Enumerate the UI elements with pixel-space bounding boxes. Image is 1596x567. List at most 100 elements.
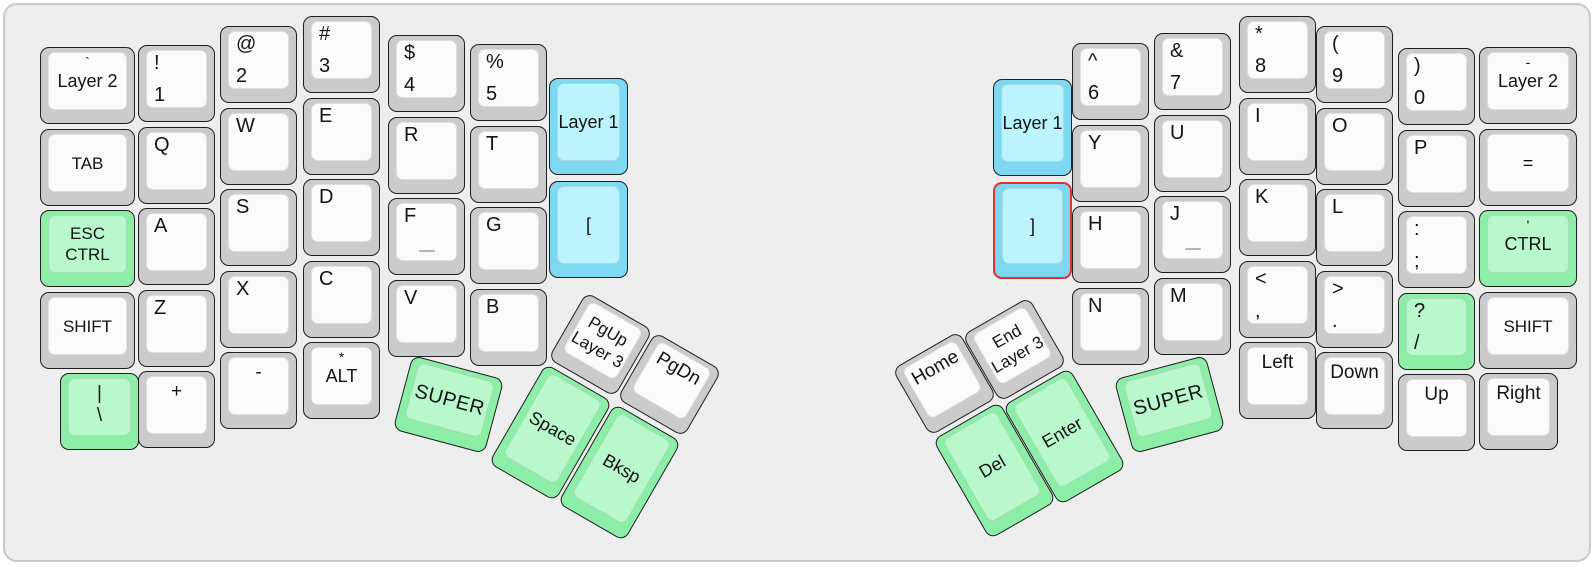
key-k[interactable]: K bbox=[1239, 179, 1316, 256]
keycap-top: N bbox=[1080, 293, 1141, 351]
key-super-right[interactable]: SUPER bbox=[1113, 355, 1226, 454]
key-r[interactable]: R bbox=[388, 117, 465, 194]
keycap-top: E bbox=[311, 103, 372, 161]
key-grave-layer2[interactable]: `Layer 2 bbox=[40, 47, 135, 124]
key-arrow-down[interactable]: Down bbox=[1316, 352, 1393, 429]
key-label: C bbox=[319, 268, 334, 290]
key-arrow-right[interactable]: Right bbox=[1479, 373, 1558, 450]
key-lbracket[interactable]: [ bbox=[549, 181, 628, 278]
key-c[interactable]: C bbox=[303, 261, 380, 338]
key-a[interactable]: A bbox=[138, 208, 215, 285]
key-comma[interactable]: <, bbox=[1239, 261, 1316, 338]
key-5[interactable]: %5 bbox=[470, 44, 547, 121]
key-u[interactable]: U bbox=[1154, 115, 1231, 192]
key-label: 1 bbox=[154, 84, 166, 106]
key-question-slash[interactable]: ?/ bbox=[1398, 293, 1475, 370]
key-label: 8 bbox=[1255, 55, 1267, 77]
key-layer1-right[interactable]: Layer 1 bbox=[993, 79, 1072, 176]
keycap-top: = bbox=[1487, 134, 1569, 192]
key-label: ) bbox=[1414, 55, 1421, 77]
key-layer1-left[interactable]: Layer 1 bbox=[549, 78, 628, 175]
key-o[interactable]: O bbox=[1316, 108, 1393, 185]
key-7[interactable]: &7 bbox=[1154, 33, 1231, 110]
keycap-top: U bbox=[1162, 120, 1223, 178]
key-m[interactable]: M bbox=[1154, 278, 1231, 355]
key-z[interactable]: Z bbox=[138, 290, 215, 367]
keycap-top: %5 bbox=[478, 49, 539, 107]
keycap-top: K bbox=[1247, 184, 1308, 242]
key-minus-left[interactable]: - bbox=[220, 352, 297, 429]
key-label: Layer 2 bbox=[57, 70, 118, 91]
key-label: ( bbox=[1332, 33, 1339, 55]
key-shift-right[interactable]: SHIFT bbox=[1479, 292, 1577, 369]
key-s[interactable]: S bbox=[220, 189, 297, 266]
key-x[interactable]: X bbox=[220, 271, 297, 348]
key-label: K bbox=[1255, 186, 1269, 208]
key-p[interactable]: P bbox=[1398, 130, 1475, 207]
key-f[interactable]: F bbox=[388, 198, 465, 275]
key-label: O bbox=[1332, 115, 1348, 137]
key-j[interactable]: J bbox=[1154, 196, 1231, 273]
key-q[interactable]: Q bbox=[138, 127, 215, 204]
key-arrow-up[interactable]: Up bbox=[1398, 374, 1475, 451]
key-3[interactable]: #3 bbox=[303, 16, 380, 93]
key-label: 2 bbox=[236, 65, 248, 87]
keycap-top: + bbox=[146, 376, 207, 434]
key-label: > bbox=[1332, 278, 1344, 300]
key-label: ` bbox=[85, 54, 90, 70]
keycap-top: @2 bbox=[228, 31, 289, 89]
key-label: ALT bbox=[325, 365, 358, 386]
key-4[interactable]: $4 bbox=[388, 35, 465, 112]
key-star-alt[interactable]: *ALT bbox=[303, 342, 380, 419]
key-6[interactable]: ^6 bbox=[1072, 43, 1149, 120]
keycap-top: Right bbox=[1487, 378, 1550, 436]
key-9[interactable]: (9 bbox=[1316, 26, 1393, 103]
key-rbracket[interactable]: ] bbox=[993, 182, 1072, 279]
key-period[interactable]: >. bbox=[1316, 271, 1393, 348]
key-y[interactable]: Y bbox=[1072, 125, 1149, 202]
key-label: Space bbox=[525, 406, 581, 450]
key-2[interactable]: @2 bbox=[220, 26, 297, 103]
keycap-top: Layer 1 bbox=[1001, 84, 1064, 162]
keycap-top: <, bbox=[1247, 266, 1308, 324]
key-w[interactable]: W bbox=[220, 108, 297, 185]
key-pipe-backslash[interactable]: |\ bbox=[60, 373, 139, 450]
key-label: * bbox=[1255, 23, 1263, 45]
key-minus-layer2[interactable]: -Layer 2 bbox=[1479, 47, 1577, 124]
key-d[interactable]: D bbox=[303, 179, 380, 256]
key-label: | bbox=[97, 383, 102, 404]
key-b[interactable]: B bbox=[470, 289, 547, 366]
key-1[interactable]: !1 bbox=[138, 45, 215, 122]
key-label: * bbox=[338, 349, 345, 365]
key-i[interactable]: I bbox=[1239, 98, 1316, 175]
key-v[interactable]: V bbox=[388, 280, 465, 357]
key-super-left[interactable]: SUPER bbox=[392, 355, 505, 454]
key-8[interactable]: *8 bbox=[1239, 16, 1316, 93]
key-label: SHIFT bbox=[62, 316, 113, 336]
key-0[interactable]: )0 bbox=[1398, 48, 1475, 125]
key-n[interactable]: N bbox=[1072, 288, 1149, 365]
key-plus[interactable]: + bbox=[138, 371, 215, 448]
key-semicolon[interactable]: :; bbox=[1398, 211, 1475, 288]
key-shift-left[interactable]: SHIFT bbox=[40, 292, 135, 369]
keycap-top: Q bbox=[146, 132, 207, 190]
key-h[interactable]: H bbox=[1072, 206, 1149, 283]
key-g[interactable]: G bbox=[470, 207, 547, 284]
key-label: Q bbox=[154, 134, 170, 156]
key-equals[interactable]: = bbox=[1479, 129, 1577, 206]
keycap-top: I bbox=[1247, 103, 1308, 161]
key-label: [ bbox=[585, 214, 591, 235]
keycap-top: J bbox=[1162, 201, 1223, 259]
key-l[interactable]: L bbox=[1316, 189, 1393, 266]
key-t[interactable]: T bbox=[470, 126, 547, 203]
keycap-top: &7 bbox=[1162, 38, 1223, 96]
key-quote-ctrl[interactable]: 'CTRL bbox=[1479, 210, 1577, 287]
key-label: N bbox=[1088, 295, 1103, 317]
key-arrow-left[interactable]: Left bbox=[1239, 342, 1316, 419]
key-e[interactable]: E bbox=[303, 98, 380, 175]
key-label: < bbox=[1255, 268, 1267, 290]
key-tab[interactable]: TAB bbox=[40, 129, 135, 206]
key-label: V bbox=[404, 287, 418, 309]
